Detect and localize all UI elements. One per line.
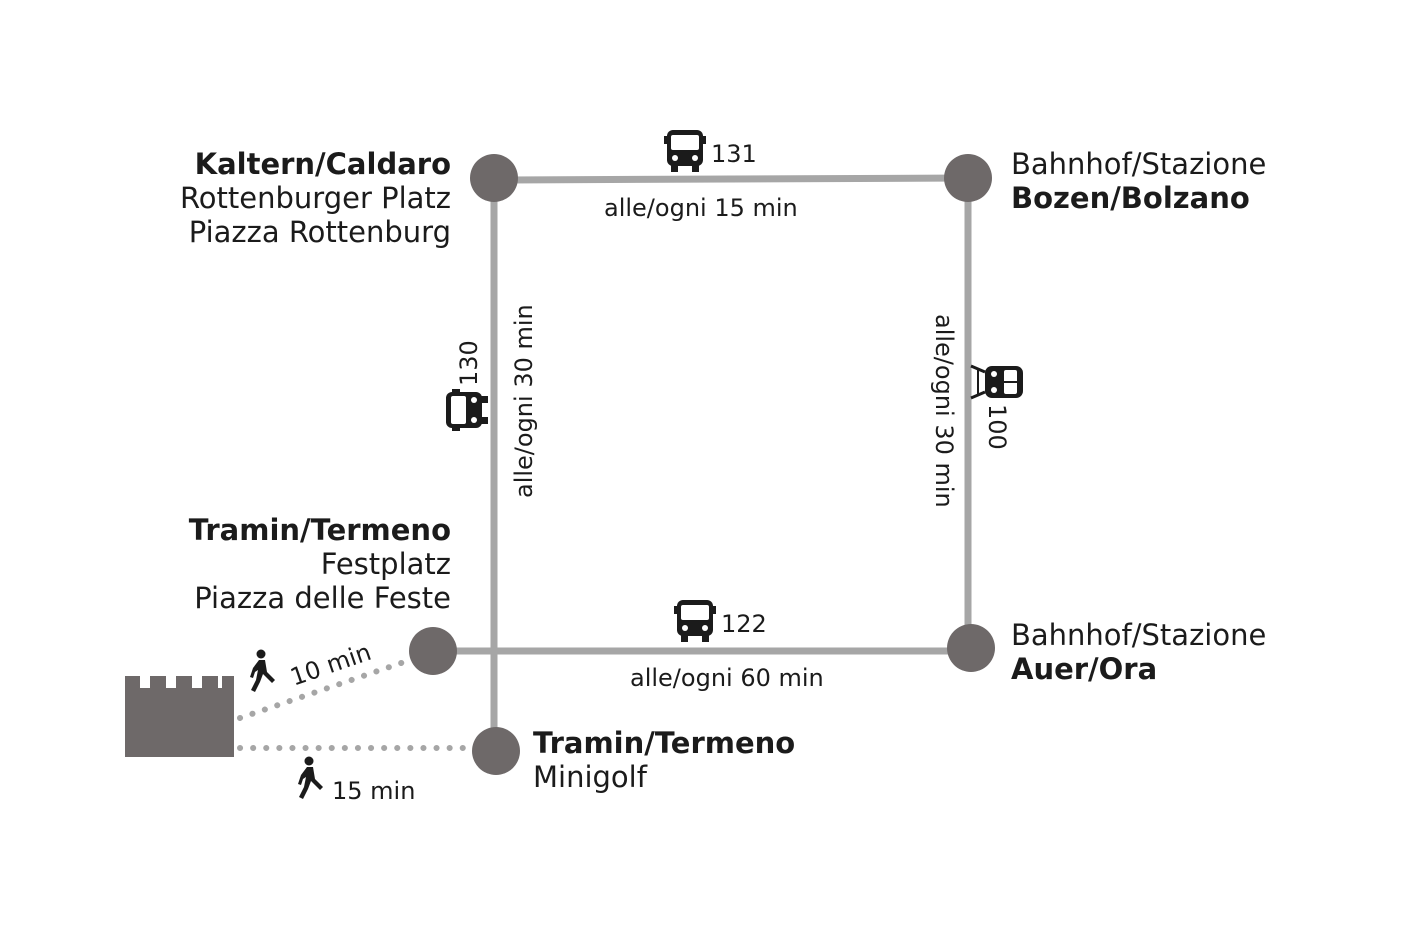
station-name: Kaltern/Caldaro xyxy=(194,147,451,181)
stop-auer xyxy=(947,624,995,672)
route-number-131: 131 xyxy=(711,140,757,168)
station-sub: Piazza delle Feste xyxy=(194,581,451,615)
station-label-tramin-minigolf: Tramin/Termeno Minigolf xyxy=(533,726,795,794)
train-icon xyxy=(970,364,1023,400)
bus-icon xyxy=(446,389,488,431)
bus-icon xyxy=(664,130,706,172)
station-sub: Piazza Rottenburg xyxy=(188,215,451,249)
station-name: Bozen/Bolzano xyxy=(1011,181,1250,215)
route-line-131 xyxy=(493,174,969,184)
castle-icon xyxy=(125,676,234,757)
walk-time-minigolf: 15 min xyxy=(332,777,416,805)
station-sub: Bahnhof/Stazione xyxy=(1011,618,1267,652)
route-number-100: 100 xyxy=(983,404,1011,450)
station-name: Tramin/Termeno xyxy=(188,513,451,547)
stop-bozen xyxy=(944,154,992,202)
station-label-kaltern: Kaltern/Caldaro Rottenburger Platz Piazz… xyxy=(180,147,451,249)
station-sub: Bahnhof/Stazione xyxy=(1011,147,1267,181)
route-frequency-130: alle/ogni 30 min xyxy=(510,304,538,498)
walking-person-icon xyxy=(298,756,323,799)
route-frequency-100: alle/ogni 30 min xyxy=(930,314,958,508)
route-frequency-131: alle/ogni 15 min xyxy=(604,194,798,222)
station-sub: Minigolf xyxy=(533,760,647,794)
stop-kaltern xyxy=(470,154,518,202)
route-number-122: 122 xyxy=(721,610,767,638)
route-number-130: 130 xyxy=(455,340,483,386)
station-name: Auer/Ora xyxy=(1011,652,1158,686)
stop-tramin-festplatz xyxy=(409,627,457,675)
walk-path-festplatz xyxy=(237,657,413,721)
station-label-bozen: Bahnhof/Stazione Bozen/Bolzano xyxy=(1011,147,1266,215)
station-label-auer: Bahnhof/Stazione Auer/Ora xyxy=(1011,618,1266,686)
walking-person-icon xyxy=(250,649,275,692)
station-sub: Rottenburger Platz xyxy=(179,181,451,215)
station-name: Tramin/Termeno xyxy=(533,726,796,760)
stop-tramin-minigolf xyxy=(472,727,520,775)
station-sub: Festplatz xyxy=(320,547,451,581)
bus-icon xyxy=(674,600,716,642)
station-label-tramin-festplatz: Tramin/Termeno Festplatz Piazza delle Fe… xyxy=(189,513,451,615)
route-frequency-122: alle/ogni 60 min xyxy=(630,664,824,692)
